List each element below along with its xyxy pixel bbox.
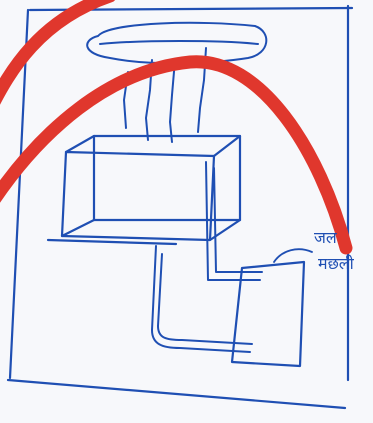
label-water: जल (314, 230, 337, 246)
label-fish: मछली (318, 256, 354, 272)
